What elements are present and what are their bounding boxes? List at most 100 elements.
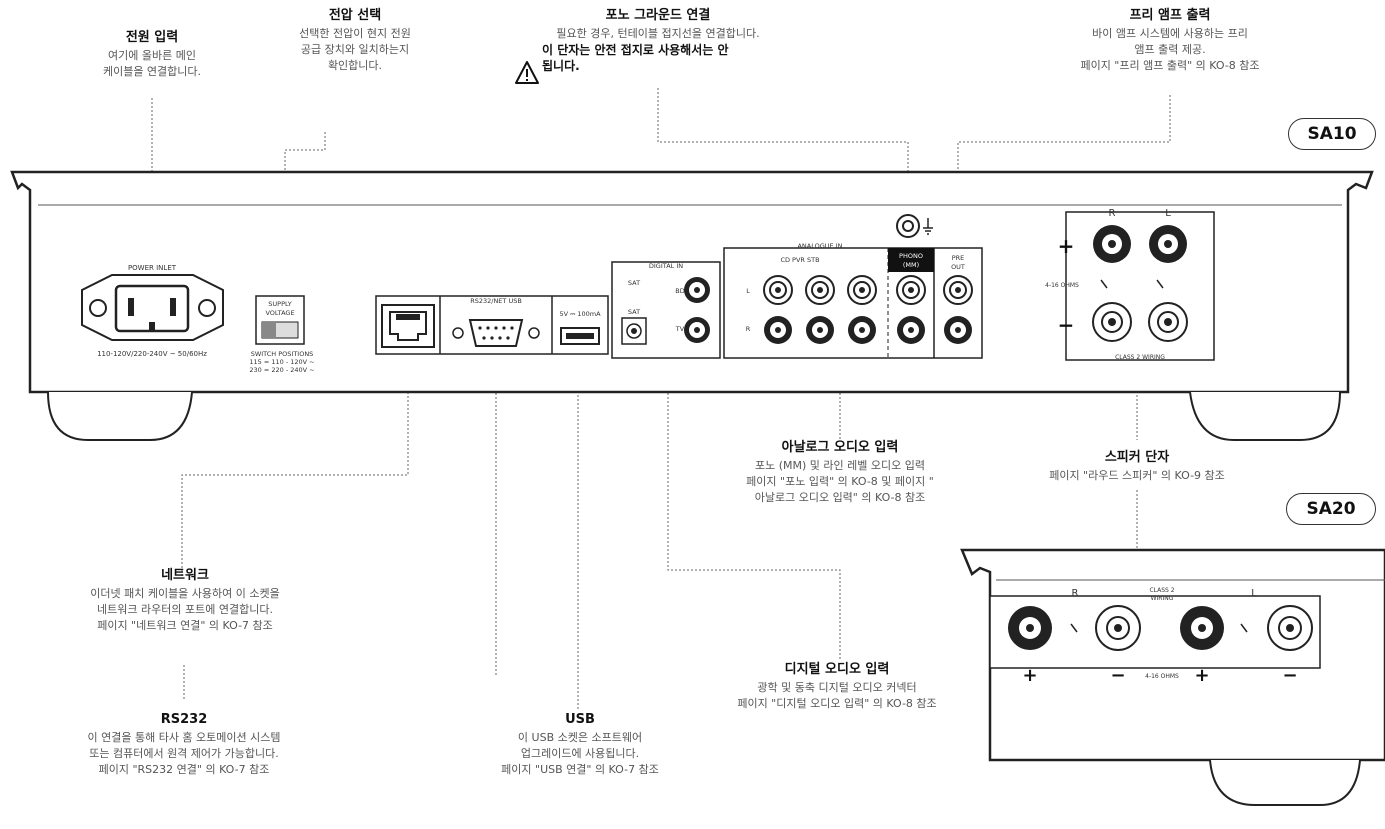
callout-digital-in: 디지털 오디오 입력 광학 및 동축 디지털 오디오 커넥터 페이지 "디지털 … <box>692 662 982 712</box>
phono-label-2: (MM) <box>903 261 919 269</box>
sa10-class2: CLASS 2 WIRING <box>1115 354 1165 361</box>
sa10-minus: − <box>1058 313 1075 337</box>
sa20-speaker-r-pos[interactable] <box>1008 606 1052 650</box>
sa20-plus-l: + <box>1194 665 1209 686</box>
supply-voltage-line2: VOLTAGE <box>265 309 294 317</box>
tv-label: TV <box>675 325 685 333</box>
rca-phono-l[interactable] <box>896 275 926 305</box>
callout-line: 여기에 올바른 메인 <box>108 49 196 62</box>
callout-line: 바이 앰프 시스템에 사용하는 프리 <box>1092 27 1248 40</box>
callout-title: 스피커 단자 <box>1104 450 1170 465</box>
warning-line: 이 단자는 안전 접지로 사용해서는 안 <box>542 43 729 57</box>
bd-label: BD <box>675 287 684 295</box>
rca-stb-r[interactable] <box>848 316 876 344</box>
rca-cd-l[interactable] <box>763 275 793 305</box>
callout-preamp-out: 프리 앰프 출력 바이 앰프 시스템에 사용하는 프리 앰프 출력 제공. 페이… <box>1040 8 1300 74</box>
rca-pvr-l[interactable] <box>805 275 835 305</box>
phono-label-bg <box>888 248 934 272</box>
ethernet-port[interactable] <box>381 304 435 348</box>
sa20-minus-l: − <box>1282 665 1297 686</box>
pre-out-label-1: PRE <box>952 254 965 262</box>
callout-line: 페이지 "라우드 스피커" 의 KO-9 참조 <box>1049 469 1225 482</box>
lightning-icon <box>1070 623 1248 633</box>
sa10-spk-l-label: L <box>1165 208 1171 219</box>
rca-stb-l[interactable] <box>847 275 877 305</box>
power-rating-label: 110-120V/220-240V ~ 50/60Hz <box>97 350 207 358</box>
voltage-switch[interactable] <box>255 295 305 345</box>
callout-line: 업그레이드에 사용됩니다. <box>520 747 640 760</box>
callout-phono-ground: 포노 그라운드 연결 필요한 경우, 턴테이블 접지선을 연결합니다. 이 단자… <box>500 8 816 74</box>
channel-r-label: R <box>746 325 751 333</box>
callout-title: 전원 입력 <box>125 30 179 45</box>
callout-line: 네트워크 라우터의 포트에 연결합니다. <box>97 603 273 616</box>
sa20-class2-line1: CLASS 2 <box>1149 587 1174 594</box>
usb-rating-label: 5V ⎓ 100mA <box>559 310 601 318</box>
callout-title: 디지털 오디오 입력 <box>784 662 890 677</box>
callout-line: 이더넷 패치 케이블을 사용하여 이 소켓을 <box>90 587 280 600</box>
power-inlet-label: POWER INLET <box>128 264 177 272</box>
model-badge-sa20: SA20 <box>1286 493 1376 525</box>
supply-voltage-line1: SUPPLY <box>268 300 291 308</box>
rca-preout-r[interactable] <box>944 316 972 344</box>
callout-line: 포노 (MM) 및 라인 레벨 오디오 입력 <box>755 459 925 472</box>
callout-title: 전압 선택 <box>328 8 382 23</box>
rs232-usb-label: RS232/NET USB <box>470 297 522 305</box>
callout-title: RS232 <box>160 712 208 727</box>
sa10-speaker-block <box>1065 211 1215 361</box>
phono-label-1: PHONO <box>899 252 923 260</box>
switch-positions-115: 115 = 110 - 120V ~ <box>249 358 314 366</box>
cd-pvr-stb-label: CD PVR STB <box>780 256 819 264</box>
callout-line: 케이블을 연결합니다. <box>102 65 202 78</box>
callout-analogue-in: 아날로그 오디오 입력 포노 (MM) 및 라인 레벨 오디오 입력 페이지 "… <box>700 440 980 506</box>
callout-line: 앰프 출력 제공. <box>1134 43 1206 56</box>
rca-pvr-r[interactable] <box>806 316 834 344</box>
callout-line: 페이지 "네트워크 연결" 의 KO-7 참조 <box>97 619 273 632</box>
switch-positions-title: SWITCH POSITIONS <box>251 350 314 358</box>
warning-icon <box>515 61 539 84</box>
sa10-speaker-l-neg[interactable] <box>1148 302 1188 342</box>
callout-line: 이 USB 소켓은 소프트웨어 <box>517 731 643 744</box>
sa10-speaker-l-pos[interactable] <box>1149 225 1187 263</box>
callout-line: 확인합니다. <box>327 59 383 72</box>
callout-speaker-terminals: 스피커 단자 페이지 "라우드 스피커" 의 KO-9 참조 <box>1010 450 1264 484</box>
sa20-spk-r-label: R <box>1072 588 1079 599</box>
callout-usb: USB 이 USB 소켓은 소프트웨어 업그레이드에 사용됩니다. 페이지 "U… <box>460 712 700 778</box>
optical-input[interactable] <box>621 317 647 345</box>
digital-in-label: DIGITAL IN <box>649 262 683 270</box>
rca-phono-r[interactable] <box>897 316 925 344</box>
rca-preout-l[interactable] <box>943 275 973 305</box>
callout-line: 광학 및 동축 디지털 오디오 커넥터 <box>757 681 917 694</box>
phono-ground-terminal[interactable] <box>896 214 920 238</box>
sa20-speaker-r-neg[interactable] <box>1095 605 1141 651</box>
sat-label-2: SAT <box>628 308 640 316</box>
rca-cd-r[interactable] <box>764 316 792 344</box>
callout-network: 네트워크 이더넷 패치 케이블을 사용하여 이 소켓을 네트워크 라우터의 포트… <box>40 568 330 634</box>
sa20-speaker-l-pos[interactable] <box>1180 606 1224 650</box>
sa20-class2-line2: WIRING <box>1151 595 1174 602</box>
usb-port[interactable] <box>560 327 600 345</box>
sa20-spk-l-label: L <box>1251 588 1257 599</box>
sa10-plus: + <box>1058 234 1075 258</box>
switch-positions-230: 230 = 220 - 240V ~ <box>249 366 314 374</box>
rs232-port[interactable] <box>452 319 540 347</box>
callout-rs232: RS232 이 연결을 통해 타사 홈 오토메이션 시스템 또는 컴퓨터에서 원… <box>34 712 334 778</box>
sa10-ohms: 4-16 OHMS <box>1045 282 1079 289</box>
sa20-speaker-l-neg[interactable] <box>1267 605 1313 651</box>
callout-title: 포노 그라운드 연결 <box>605 8 711 23</box>
coax-input-tv[interactable] <box>684 317 710 343</box>
callout-title: 프리 앰프 출력 <box>1129 8 1211 23</box>
callout-power-inlet: 전원 입력 여기에 올바른 메인 케이블을 연결합니다. <box>62 30 242 80</box>
analogue-in-block <box>723 247 983 359</box>
power-inlet[interactable] <box>81 274 224 341</box>
analogue-in-label: ANALOGUE IN <box>797 242 842 250</box>
lightning-icon <box>1100 279 1164 289</box>
callout-line: 공급 장치와 일치하는지 <box>300 43 410 56</box>
warning-line: 됩니다. <box>542 59 580 73</box>
callout-line: 페이지 "디지털 오디오 입력" 의 KO-8 참조 <box>737 697 937 710</box>
sa20-plus-r: + <box>1022 665 1037 686</box>
coax-input-bd[interactable] <box>684 277 710 303</box>
sa10-speaker-r-pos[interactable] <box>1093 225 1131 263</box>
sa10-speaker-r-neg[interactable] <box>1092 302 1132 342</box>
sa20-minus-r: − <box>1110 665 1125 686</box>
